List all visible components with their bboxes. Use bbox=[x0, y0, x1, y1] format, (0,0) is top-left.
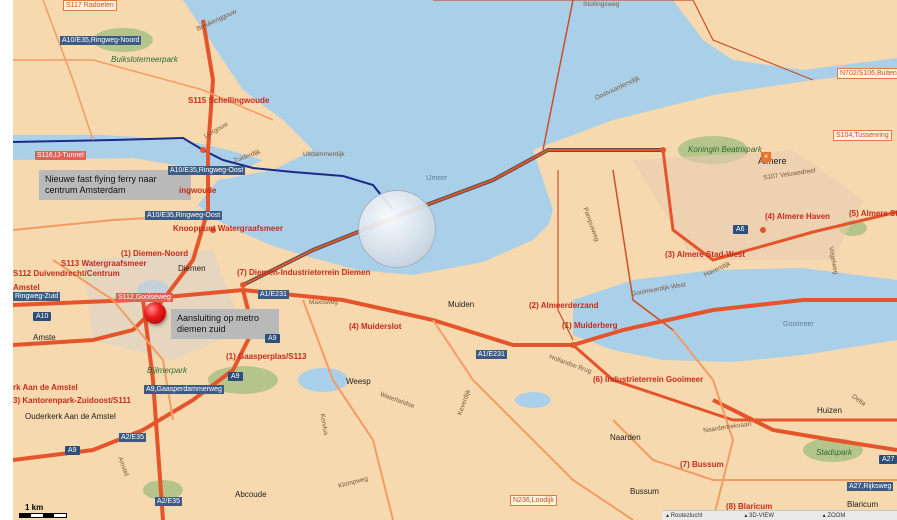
exit-s113: S113 Watergraafsmeer bbox=[61, 259, 147, 268]
exit-industrie-gooimeer: (6) Industrieterrein Gooimeer bbox=[593, 375, 704, 384]
toolbar-3d-button[interactable]: ▴ 3D-VIEW bbox=[744, 513, 775, 519]
ij-channel bbox=[13, 135, 263, 175]
exit-s115: S115 Schellingwoude bbox=[188, 96, 270, 105]
place-almere: Almere bbox=[758, 156, 787, 166]
scale-label: 1 km bbox=[25, 503, 44, 512]
shield-a9-1: A9 bbox=[265, 334, 280, 343]
exit-muiderslot: (4) Muiderslot bbox=[349, 322, 402, 331]
tag-a1-2: A1/E231 bbox=[476, 350, 507, 359]
tag-n702: N702/S106,Buitenring bbox=[837, 68, 897, 79]
toolbar-route-button[interactable]: ▴ Routezlucht bbox=[666, 513, 703, 519]
tag-a9-gaasperdam: A9,Gaasperdammerweg bbox=[144, 385, 224, 394]
place-abcoude: Abcoude bbox=[235, 490, 267, 499]
place-blaricum: Blaricum bbox=[847, 500, 879, 509]
exit-almere-haven: (4) Almere Haven bbox=[765, 212, 831, 221]
park-buiksloter: Buiksloterneerpark bbox=[111, 55, 178, 64]
place-huizen: Huizen bbox=[817, 406, 842, 415]
exit-almeerderzand: (2) Almeerderzand bbox=[529, 301, 599, 310]
tag-a2e35-b: A2/E35 bbox=[155, 497, 182, 506]
map-toolbar: ▴ Routezlucht ▴ 3D-VIEW ▴ ZOOM bbox=[662, 510, 897, 520]
place-muiden: Muiden bbox=[448, 300, 475, 309]
park-beatrix: Koningin Beatrixpark bbox=[688, 145, 762, 154]
scale-bar bbox=[19, 513, 67, 518]
exit-knooppunt: Knooppunt Watergraafsmeer bbox=[173, 224, 283, 233]
water-gooimeer: Gooimeer bbox=[783, 321, 814, 328]
tag-ring-noord: A10/E35,Ringweg-Noord bbox=[60, 36, 142, 45]
exit-bussum: (7) Bussum bbox=[680, 460, 724, 469]
magnifier-lens[interactable] bbox=[358, 190, 436, 268]
tag-a1-1: A1/E231 bbox=[258, 290, 289, 299]
city-center-icon[interactable]: × bbox=[761, 152, 771, 162]
shield-a6: A6 bbox=[733, 225, 748, 234]
place-bussum: Bussum bbox=[630, 487, 659, 496]
tag-ring-oost-1: A10/E35,Ringweg-Oost bbox=[168, 166, 246, 175]
location-pin-icon[interactable] bbox=[144, 302, 166, 324]
place-weesp: Weesp bbox=[346, 377, 371, 386]
ferry-route bbox=[13, 136, 394, 211]
ijmeer-water bbox=[183, 0, 897, 275]
tag-ring-zuid: Ringweg-Zuid bbox=[13, 292, 61, 301]
gooimeer-water bbox=[573, 268, 897, 362]
tag-s104: S104,Tussenring bbox=[833, 130, 892, 141]
place-naarden: Naarden bbox=[610, 433, 641, 442]
exit-diemen-ind: (7) Diemen-Industrieterrein Diemen bbox=[237, 268, 371, 277]
exit-aan-de-amstel: rk Aan de Amstel bbox=[13, 383, 78, 392]
place-diemen: Diemen bbox=[178, 264, 206, 273]
place-amste: Amste bbox=[33, 333, 56, 342]
ferry-callout[interactable]: Nieuwe fast flying ferry naar centrum Am… bbox=[39, 170, 191, 200]
exit-almere-stad: (5) Almere St bbox=[849, 209, 897, 218]
exit-diemen-noord: (1) Diemen-Noord bbox=[121, 249, 189, 258]
toolbar-route-label: Routezlucht bbox=[670, 513, 703, 519]
exit-muiderberg: (1) Muiderberg bbox=[562, 321, 618, 330]
exit-ringwoude: ingwoude bbox=[179, 186, 217, 195]
exit-kantorenpark: 3) Kantorenpark-Zuidoost/S111 bbox=[13, 396, 131, 405]
tag-gooiseweg: S112,Gooiseweg bbox=[116, 293, 173, 302]
water-ijmeer: IJmeer bbox=[426, 175, 448, 182]
metro-callout[interactable]: Aansluiting op metro diemen zuid bbox=[171, 309, 279, 339]
toolbar-zoom-label: ZOOM bbox=[827, 513, 846, 519]
shield-a10: A10 bbox=[33, 312, 52, 321]
tag-a2e35: A2/E35 bbox=[119, 433, 146, 442]
tag-n236: N236,Loodijk bbox=[510, 495, 557, 506]
tag-ring-oost-2: A10/E35,Ringweg-Oost bbox=[145, 211, 223, 220]
exit-amstel: Amstel bbox=[13, 283, 40, 292]
tag-a27-rijksweg: A27,Rijksweg bbox=[847, 482, 894, 491]
exit-blaricum: (8) Blaricum bbox=[726, 502, 773, 511]
exit-s112: S112 Duivendrecht/Centrum bbox=[13, 269, 120, 278]
park-bijlmer: Bijlmerpark bbox=[147, 366, 188, 375]
park-stadspark: Stadspark bbox=[816, 448, 853, 457]
toolbar-zoom-button[interactable]: ▴ ZOOM bbox=[822, 513, 846, 519]
shield-a27: A27 bbox=[879, 455, 897, 464]
road-maxisweg: Maxisweg bbox=[309, 299, 338, 306]
map-canvas[interactable]: Nieuwe fast flying ferry naar centrum Am… bbox=[13, 0, 897, 520]
label-top-road: Stollingsweg bbox=[583, 1, 620, 8]
tag-s117: S117 Radoelen bbox=[63, 0, 117, 11]
shield-a9-3: A9 bbox=[65, 446, 80, 455]
toolbar-3d-label: 3D-VIEW bbox=[749, 513, 775, 519]
road-uitdammerdijk: Uitdammerdijk bbox=[303, 151, 345, 158]
exit-almere-stad-west: (3) Almere Stad-West bbox=[665, 250, 746, 259]
shield-a9-2: A9 bbox=[228, 372, 243, 381]
a2-highway bbox=[141, 299, 165, 520]
a27-highway bbox=[712, 398, 897, 452]
exit-gaasperplas: (1) Gaasperplas/S113 bbox=[226, 352, 307, 361]
tag-ij-tunnel: S116,IJ-Tunnel bbox=[35, 151, 86, 160]
place-ouderkerk: Ouderkerk Aan de Amstel bbox=[25, 412, 116, 421]
a10-ring bbox=[13, 19, 216, 347]
a1-highway bbox=[13, 287, 897, 347]
